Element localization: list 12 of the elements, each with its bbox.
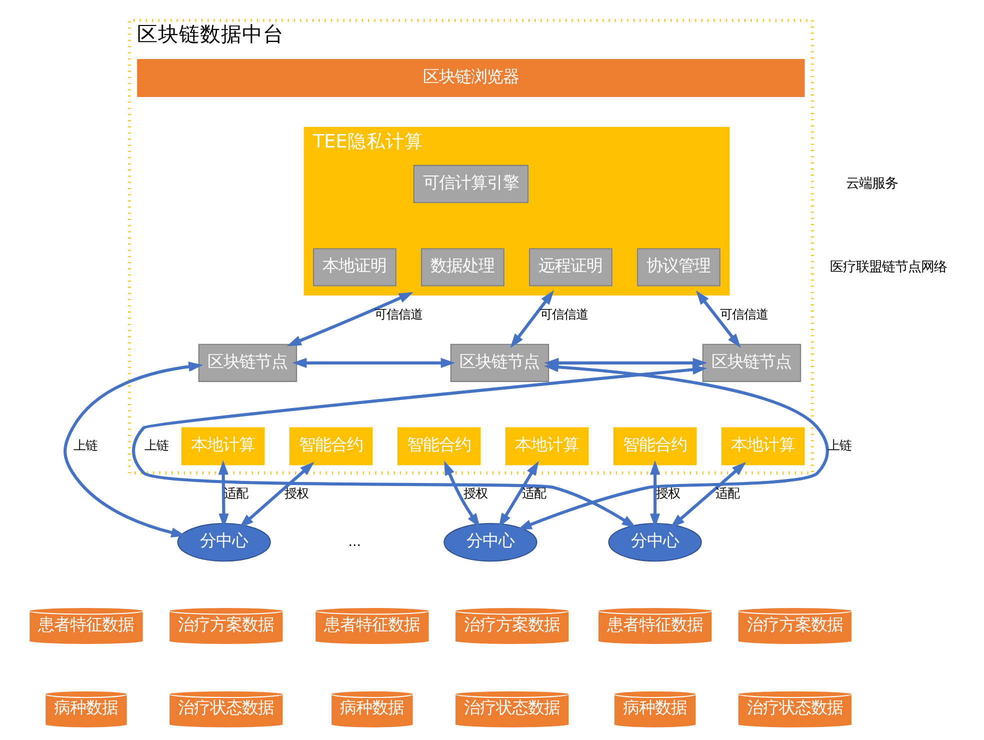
- label: 云端服务: [846, 176, 898, 192]
- edge-label: 可信信道: [374, 307, 422, 322]
- label: 医疗联盟链节点网络: [830, 260, 947, 275]
- edge-label: 上链: [73, 438, 98, 452]
- edge-label: 授权: [463, 486, 488, 500]
- edge-label: 授权: [284, 486, 308, 500]
- edge-label: 可信信道: [719, 307, 768, 322]
- edge-label: 可信信道: [539, 307, 588, 322]
- edge-label: 上链: [144, 438, 168, 452]
- edge-label: 适配: [522, 486, 546, 500]
- edge-label: 适配: [715, 486, 740, 500]
- label: ...: [348, 534, 361, 550]
